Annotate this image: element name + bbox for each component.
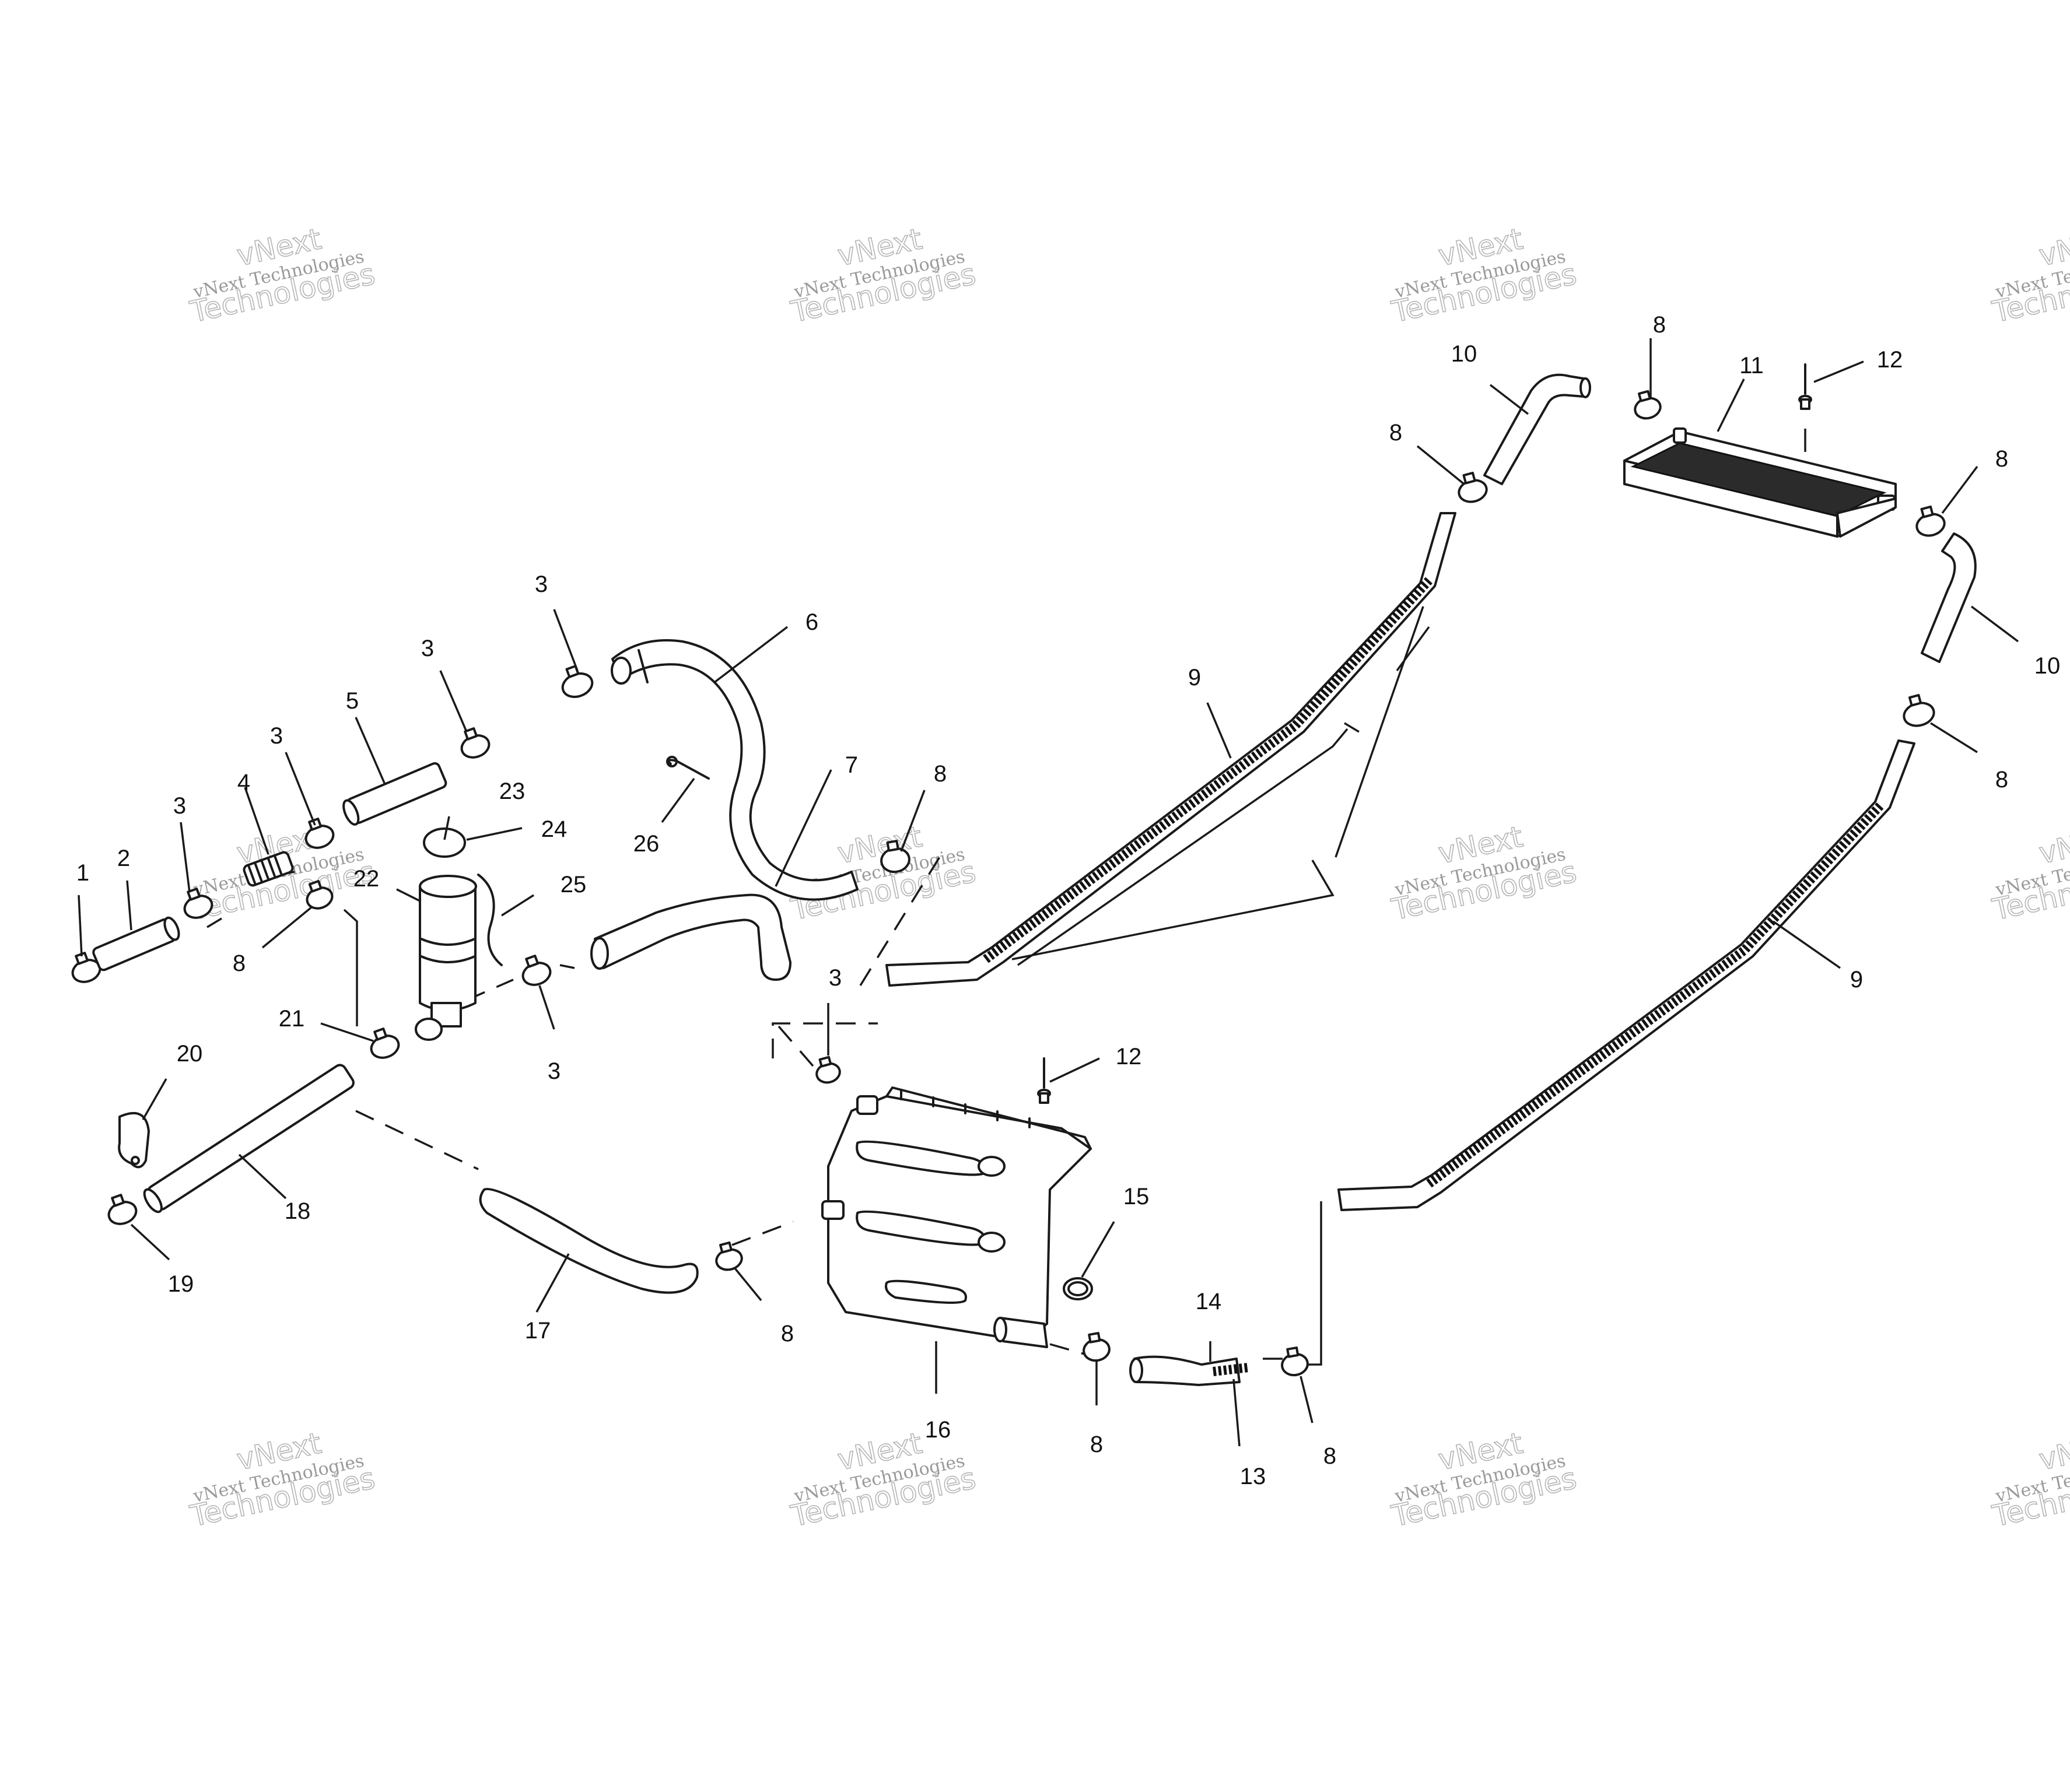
short-hose <box>342 762 447 826</box>
hose-clamp <box>304 818 335 849</box>
callout-3: 3 <box>173 793 186 819</box>
callout-10: 10 <box>1451 341 1477 367</box>
coolant-reservoir <box>415 827 503 1041</box>
callout-23: 23 <box>499 778 526 804</box>
callout-8: 8 <box>1090 1432 1103 1457</box>
hose-clamp <box>1915 505 1946 537</box>
callout-12: 12 <box>1116 1044 1142 1069</box>
callout-layer: 1 2 3 3 3 3 3 3 4 5 6 7 8 8 8 8 8 8 8 8 … <box>76 312 2060 1489</box>
callout-6: 6 <box>805 609 818 635</box>
hose-clamp <box>521 955 552 986</box>
callout-5: 5 <box>346 688 359 714</box>
upper-hose-assembly <box>561 639 910 981</box>
callout-22: 22 <box>353 866 380 892</box>
upper-right-assembly <box>1458 363 1977 727</box>
short-hose <box>92 916 180 972</box>
callout-10: 10 <box>2034 653 2061 679</box>
callout-12: 12 <box>1877 347 1903 373</box>
hose-clamp <box>1458 471 1488 503</box>
short-hose <box>1133 1355 1241 1386</box>
heat-exchanger-tube-upper <box>885 512 1456 987</box>
bent-hose <box>479 1188 699 1294</box>
lower-cooler-assembly <box>715 1055 1309 1386</box>
callout-8: 8 <box>934 761 947 787</box>
callout-9: 9 <box>1188 665 1201 690</box>
callout-16: 16 <box>925 1417 951 1443</box>
callout-8: 8 <box>1323 1443 1336 1469</box>
rivet <box>1798 363 1812 410</box>
callout-3: 3 <box>535 571 548 597</box>
hose-bracket <box>118 1111 150 1169</box>
hose-clamp <box>306 879 334 910</box>
callout-9: 9 <box>1850 967 1863 993</box>
hose-clamp <box>1281 1346 1309 1377</box>
formed-hose <box>611 639 859 901</box>
callout-17: 17 <box>525 1318 551 1344</box>
hose-clamp <box>1083 1332 1111 1362</box>
callout-15: 15 <box>1123 1184 1150 1209</box>
callout-24: 24 <box>541 816 568 842</box>
callout-8: 8 <box>1653 312 1666 338</box>
hose-clamp <box>815 1055 841 1084</box>
callout-2: 2 <box>117 846 130 871</box>
o-ring <box>1063 1277 1093 1300</box>
watermark-text: vNext <box>2036 1426 2070 1477</box>
callout-3: 3 <box>421 636 434 661</box>
hose-clamp <box>715 1241 743 1271</box>
callout-8: 8 <box>781 1321 794 1346</box>
callout-14: 14 <box>1196 1289 1222 1314</box>
callout-8: 8 <box>1389 420 1402 446</box>
long-hose <box>143 1064 355 1214</box>
heat-exchanger-tube-lower <box>1337 739 1915 1211</box>
callout-20: 20 <box>177 1041 203 1067</box>
callout-11: 11 <box>1739 353 1764 378</box>
callout-3: 3 <box>548 1058 561 1084</box>
hose-clamp <box>880 840 910 874</box>
callout-4: 4 <box>237 770 250 795</box>
watermark-text: vNext <box>2036 222 2070 273</box>
hose-clamp <box>1634 390 1662 420</box>
hose-clamp <box>183 888 213 919</box>
cotter-pin <box>666 756 710 780</box>
callout-8: 8 <box>1995 446 2008 472</box>
hose-clamp <box>370 1027 400 1059</box>
callout-19: 19 <box>168 1271 194 1297</box>
callout-8: 8 <box>233 951 246 976</box>
callout-26: 26 <box>633 831 660 857</box>
hose-clamp <box>1903 694 1935 727</box>
callout-8: 8 <box>1995 767 2008 792</box>
callout-7: 7 <box>845 752 858 778</box>
callout-3: 3 <box>829 965 842 991</box>
callout-3: 3 <box>270 723 283 749</box>
callout-13: 13 <box>1240 1464 1266 1489</box>
callout-18: 18 <box>285 1198 311 1224</box>
elbow-hose <box>1921 532 1977 663</box>
callout-25: 25 <box>561 872 587 897</box>
hose-clamp <box>460 727 491 759</box>
hose-clamp <box>107 1194 138 1225</box>
rivet <box>1037 1057 1051 1104</box>
heat-exchanger <box>1623 427 1897 538</box>
callout-21: 21 <box>279 1006 305 1032</box>
watermark-text: vNext <box>2036 820 2070 871</box>
formed-hose <box>594 893 791 981</box>
elbow-fitting <box>243 851 294 887</box>
left-hose-assembly <box>71 727 699 1294</box>
routing-lines <box>206 606 1430 1366</box>
callout-1: 1 <box>76 860 89 886</box>
